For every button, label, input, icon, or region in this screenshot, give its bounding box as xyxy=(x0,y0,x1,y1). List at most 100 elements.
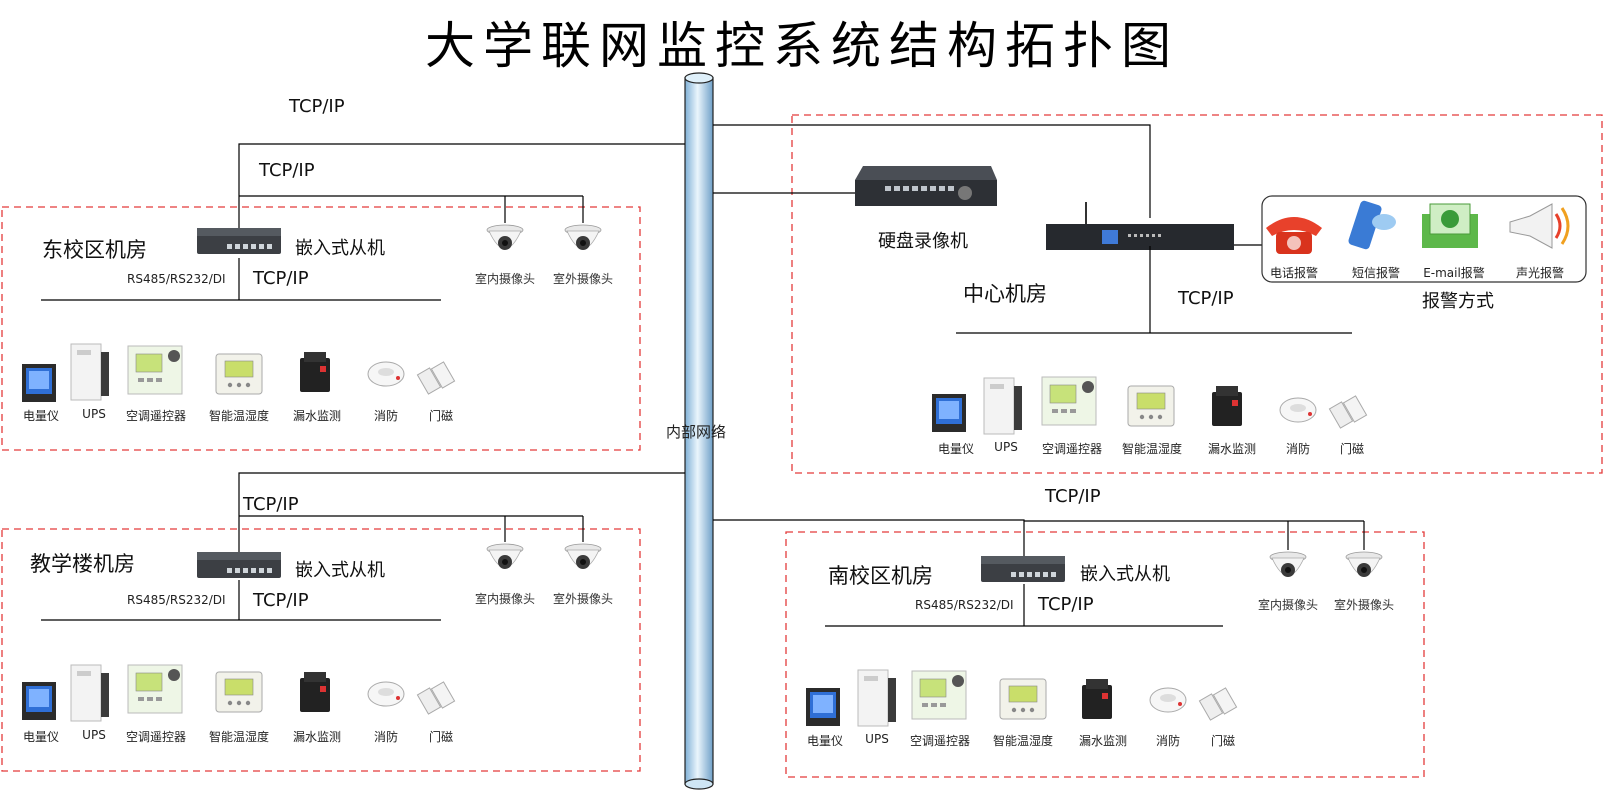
dome-camera-icon xyxy=(486,224,524,250)
water-leak-detector-icon xyxy=(1212,386,1242,426)
dome-camera-icon xyxy=(1345,551,1383,577)
ac-remote-controller-icon xyxy=(1041,376,1097,426)
device-label: 智能温湿度 xyxy=(208,409,270,423)
door-contact-sensor-icon xyxy=(416,361,456,395)
internal-network-pipe xyxy=(684,72,714,790)
embedded-slave-icon xyxy=(197,228,281,254)
tcpip-label: TCP/IP xyxy=(1038,594,1094,615)
device-label: 漏水监测 xyxy=(292,409,342,423)
device-label: 空调遥控器 xyxy=(1041,442,1103,456)
temperature-humidity-sensor-icon xyxy=(1127,385,1175,427)
ac-remote-controller-icon xyxy=(127,345,183,395)
embedded-slave-icon xyxy=(197,552,281,578)
dome-camera-icon xyxy=(1269,551,1307,577)
internal-network-label: 内部网络 xyxy=(666,423,727,441)
smoke-detector-icon xyxy=(367,361,405,387)
device-label: 门磁 xyxy=(1339,442,1365,456)
room-title-center: 中心机房 xyxy=(963,282,1047,306)
water-leak-detector-icon xyxy=(1082,679,1112,719)
teaching-uplink-line xyxy=(238,472,685,553)
device-label: UPS xyxy=(994,440,1018,454)
device-label: 智能温湿度 xyxy=(992,734,1054,748)
ac-remote-controller-icon xyxy=(127,664,183,714)
device-label: 消防 xyxy=(1155,734,1181,748)
center-host-icon xyxy=(1046,202,1234,250)
tcpip-label: TCP/IP xyxy=(243,494,299,515)
temperature-humidity-sensor-icon xyxy=(999,678,1047,720)
room-title-south: 南校区机房 xyxy=(828,564,933,588)
south-campus-region xyxy=(785,531,1425,778)
alarm-methods-title: 报警方式 xyxy=(1422,291,1494,312)
device-label: 电量仪 xyxy=(806,734,844,748)
tcpip-label: TCP/IP xyxy=(289,96,345,117)
temperature-humidity-sensor-icon xyxy=(215,671,263,713)
door-contact-sensor-icon xyxy=(416,681,456,715)
smoke-detector-icon xyxy=(1279,397,1317,423)
device-label: 门磁 xyxy=(1210,734,1236,748)
door-contact-sensor-icon xyxy=(1328,395,1368,429)
tcpip-label: TCP/IP xyxy=(253,590,309,611)
alarm-method-label: 短信报警 xyxy=(1351,266,1401,280)
room-title-east: 东校区机房 xyxy=(42,238,147,262)
power-meter-icon xyxy=(932,394,966,432)
diagram-title: 大学联网监控系统结构拓扑图 xyxy=(425,17,1179,75)
email-alarm-icon xyxy=(1422,203,1478,248)
smoke-detector-icon xyxy=(1149,687,1187,713)
ups-icon xyxy=(983,377,1022,435)
smoke-detector-icon xyxy=(367,681,405,707)
ups-icon xyxy=(70,664,109,722)
east-uplink-line xyxy=(238,143,685,232)
device-label: UPS xyxy=(865,732,889,746)
power-meter-icon xyxy=(22,364,56,402)
dome-camera-icon xyxy=(564,543,602,569)
camera-label: 室内摄像头 xyxy=(1257,598,1319,612)
slave-label: 嵌入式从机 xyxy=(295,560,385,581)
camera-label: 室内摄像头 xyxy=(474,272,536,286)
camera-label: 室外摄像头 xyxy=(1333,598,1395,612)
water-leak-detector-icon xyxy=(300,672,330,712)
camera-label: 室外摄像头 xyxy=(552,592,614,606)
device-label: 门磁 xyxy=(428,409,454,423)
tcpip-label: TCP/IP xyxy=(1178,288,1234,309)
teaching-building-region xyxy=(1,528,641,772)
dome-camera-icon xyxy=(564,224,602,250)
device-label: 消防 xyxy=(373,409,399,423)
ac-remote-controller-icon xyxy=(911,670,967,720)
alarm-method-label: 电话报警 xyxy=(1269,266,1319,280)
door-contact-sensor-icon xyxy=(1198,687,1238,721)
interface-label: RS485/RS232/DI xyxy=(127,593,226,607)
ups-icon xyxy=(70,343,109,401)
alarm-method-label: E-mail报警 xyxy=(1423,266,1485,280)
temperature-humidity-sensor-icon xyxy=(215,353,263,395)
water-leak-detector-icon xyxy=(300,352,330,392)
embedded-slave-icon xyxy=(981,556,1065,582)
dvr-label: 硬盘录像机 xyxy=(878,231,968,252)
power-meter-icon xyxy=(22,682,56,720)
dome-camera-icon xyxy=(486,543,524,569)
device-label: 漏水监测 xyxy=(1078,734,1128,748)
center-room-region xyxy=(791,114,1603,474)
east-campus-region xyxy=(1,206,641,451)
south-uplink-line xyxy=(713,519,1025,557)
camera-label: 室外摄像头 xyxy=(552,272,614,286)
siren-alarm-icon xyxy=(1509,203,1570,249)
device-label: UPS xyxy=(82,407,106,421)
interface-label: RS485/RS232/DI xyxy=(915,598,1014,612)
center-uplink-line xyxy=(713,124,1151,218)
device-label: 消防 xyxy=(373,730,399,744)
power-meter-icon xyxy=(806,688,840,726)
interface-label: RS485/RS232/DI xyxy=(127,272,226,286)
tcpip-label: TCP/IP xyxy=(253,268,309,289)
device-label: 空调遥控器 xyxy=(909,734,971,748)
dvr-recorder-icon xyxy=(855,166,997,206)
device-label: 智能温湿度 xyxy=(1121,442,1183,456)
device-label: 智能温湿度 xyxy=(208,730,270,744)
device-label: 电量仪 xyxy=(22,730,60,744)
camera-label: 室内摄像头 xyxy=(474,592,536,606)
telephone-alarm-icon xyxy=(1266,217,1322,254)
device-label: 漏水监测 xyxy=(1207,442,1257,456)
device-label: 门磁 xyxy=(428,730,454,744)
device-label: 电量仪 xyxy=(22,409,60,423)
sms-alarm-icon xyxy=(1348,200,1396,250)
